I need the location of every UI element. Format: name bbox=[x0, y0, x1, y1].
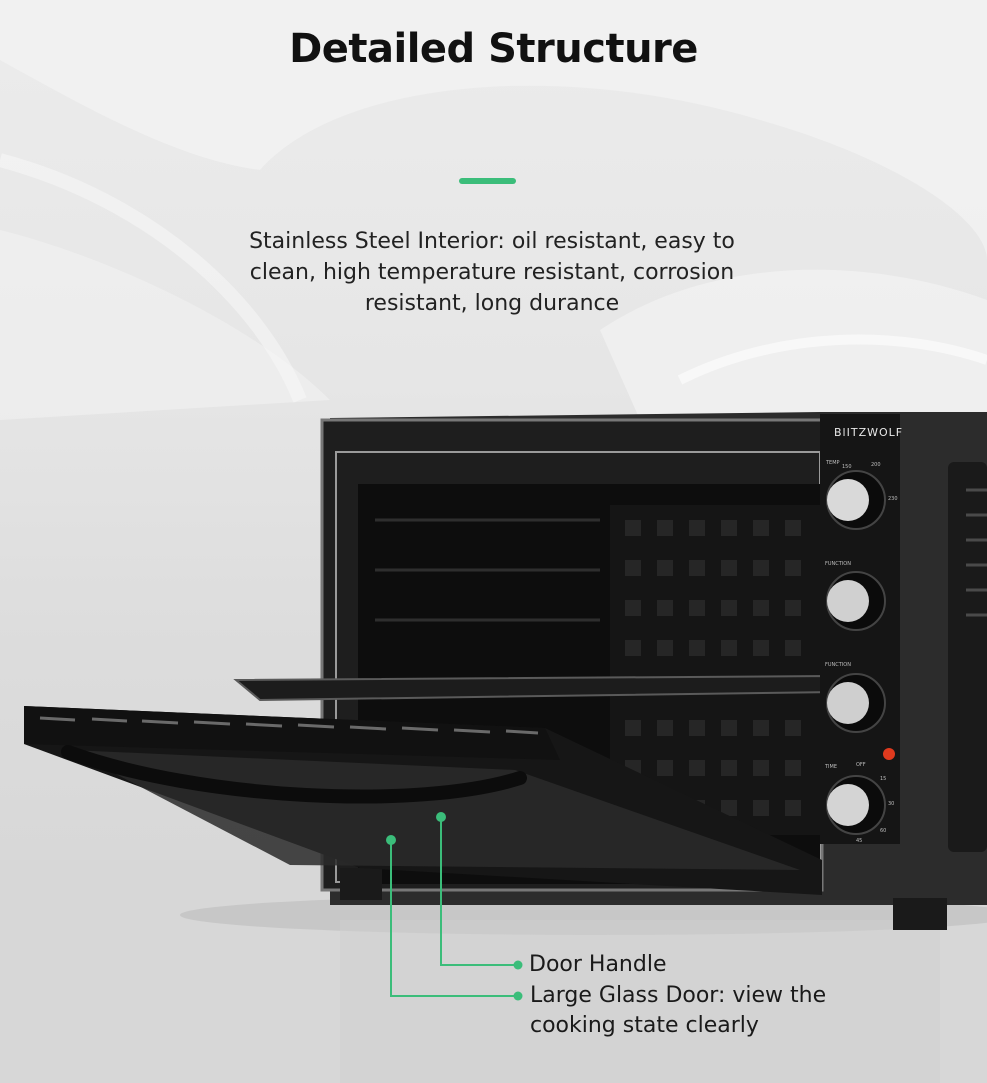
accent-divider bbox=[459, 178, 516, 184]
glass-door-label: Large Glass Door: view the cooking state… bbox=[530, 983, 827, 1038]
callout-lines bbox=[390, 817, 517, 997]
svg-text:230: 230 bbox=[888, 496, 898, 502]
glass-door-marker bbox=[386, 835, 396, 845]
temperature-knob bbox=[826, 470, 886, 530]
oven-illustration: BlITZWOLF TEMP 150 200 230 FUNCTION FUNC… bbox=[0, 412, 987, 1083]
svg-text:OFF: OFF bbox=[856, 762, 866, 768]
svg-text:150: 150 bbox=[842, 464, 852, 470]
svg-text:FUNCTION: FUNCTION bbox=[825, 561, 851, 567]
svg-text:45: 45 bbox=[856, 838, 862, 844]
cavity-pattern bbox=[625, 520, 801, 816]
svg-text:60: 60 bbox=[880, 828, 886, 834]
page-title: Detailed Structure bbox=[289, 26, 698, 72]
function-knob-upper bbox=[826, 571, 886, 631]
door-handle-marker bbox=[436, 812, 446, 822]
svg-text:FUNCTION: FUNCTION bbox=[825, 662, 851, 668]
interior-description: Stainless Steel Interior: oil resistant,… bbox=[249, 229, 735, 316]
svg-text:200: 200 bbox=[871, 462, 881, 468]
door-handle bbox=[61, 745, 527, 804]
brand-logo: BlITZWOLF bbox=[834, 426, 903, 439]
svg-text:15: 15 bbox=[880, 776, 886, 782]
svg-text:TEMP: TEMP bbox=[825, 460, 840, 466]
function-knob-lower bbox=[826, 673, 886, 733]
timer-knob bbox=[826, 775, 886, 835]
svg-text:TIME: TIME bbox=[824, 764, 837, 770]
svg-text:30: 30 bbox=[888, 801, 894, 807]
indicator-light bbox=[883, 748, 895, 760]
door-handle-label: Door Handle bbox=[529, 952, 667, 977]
